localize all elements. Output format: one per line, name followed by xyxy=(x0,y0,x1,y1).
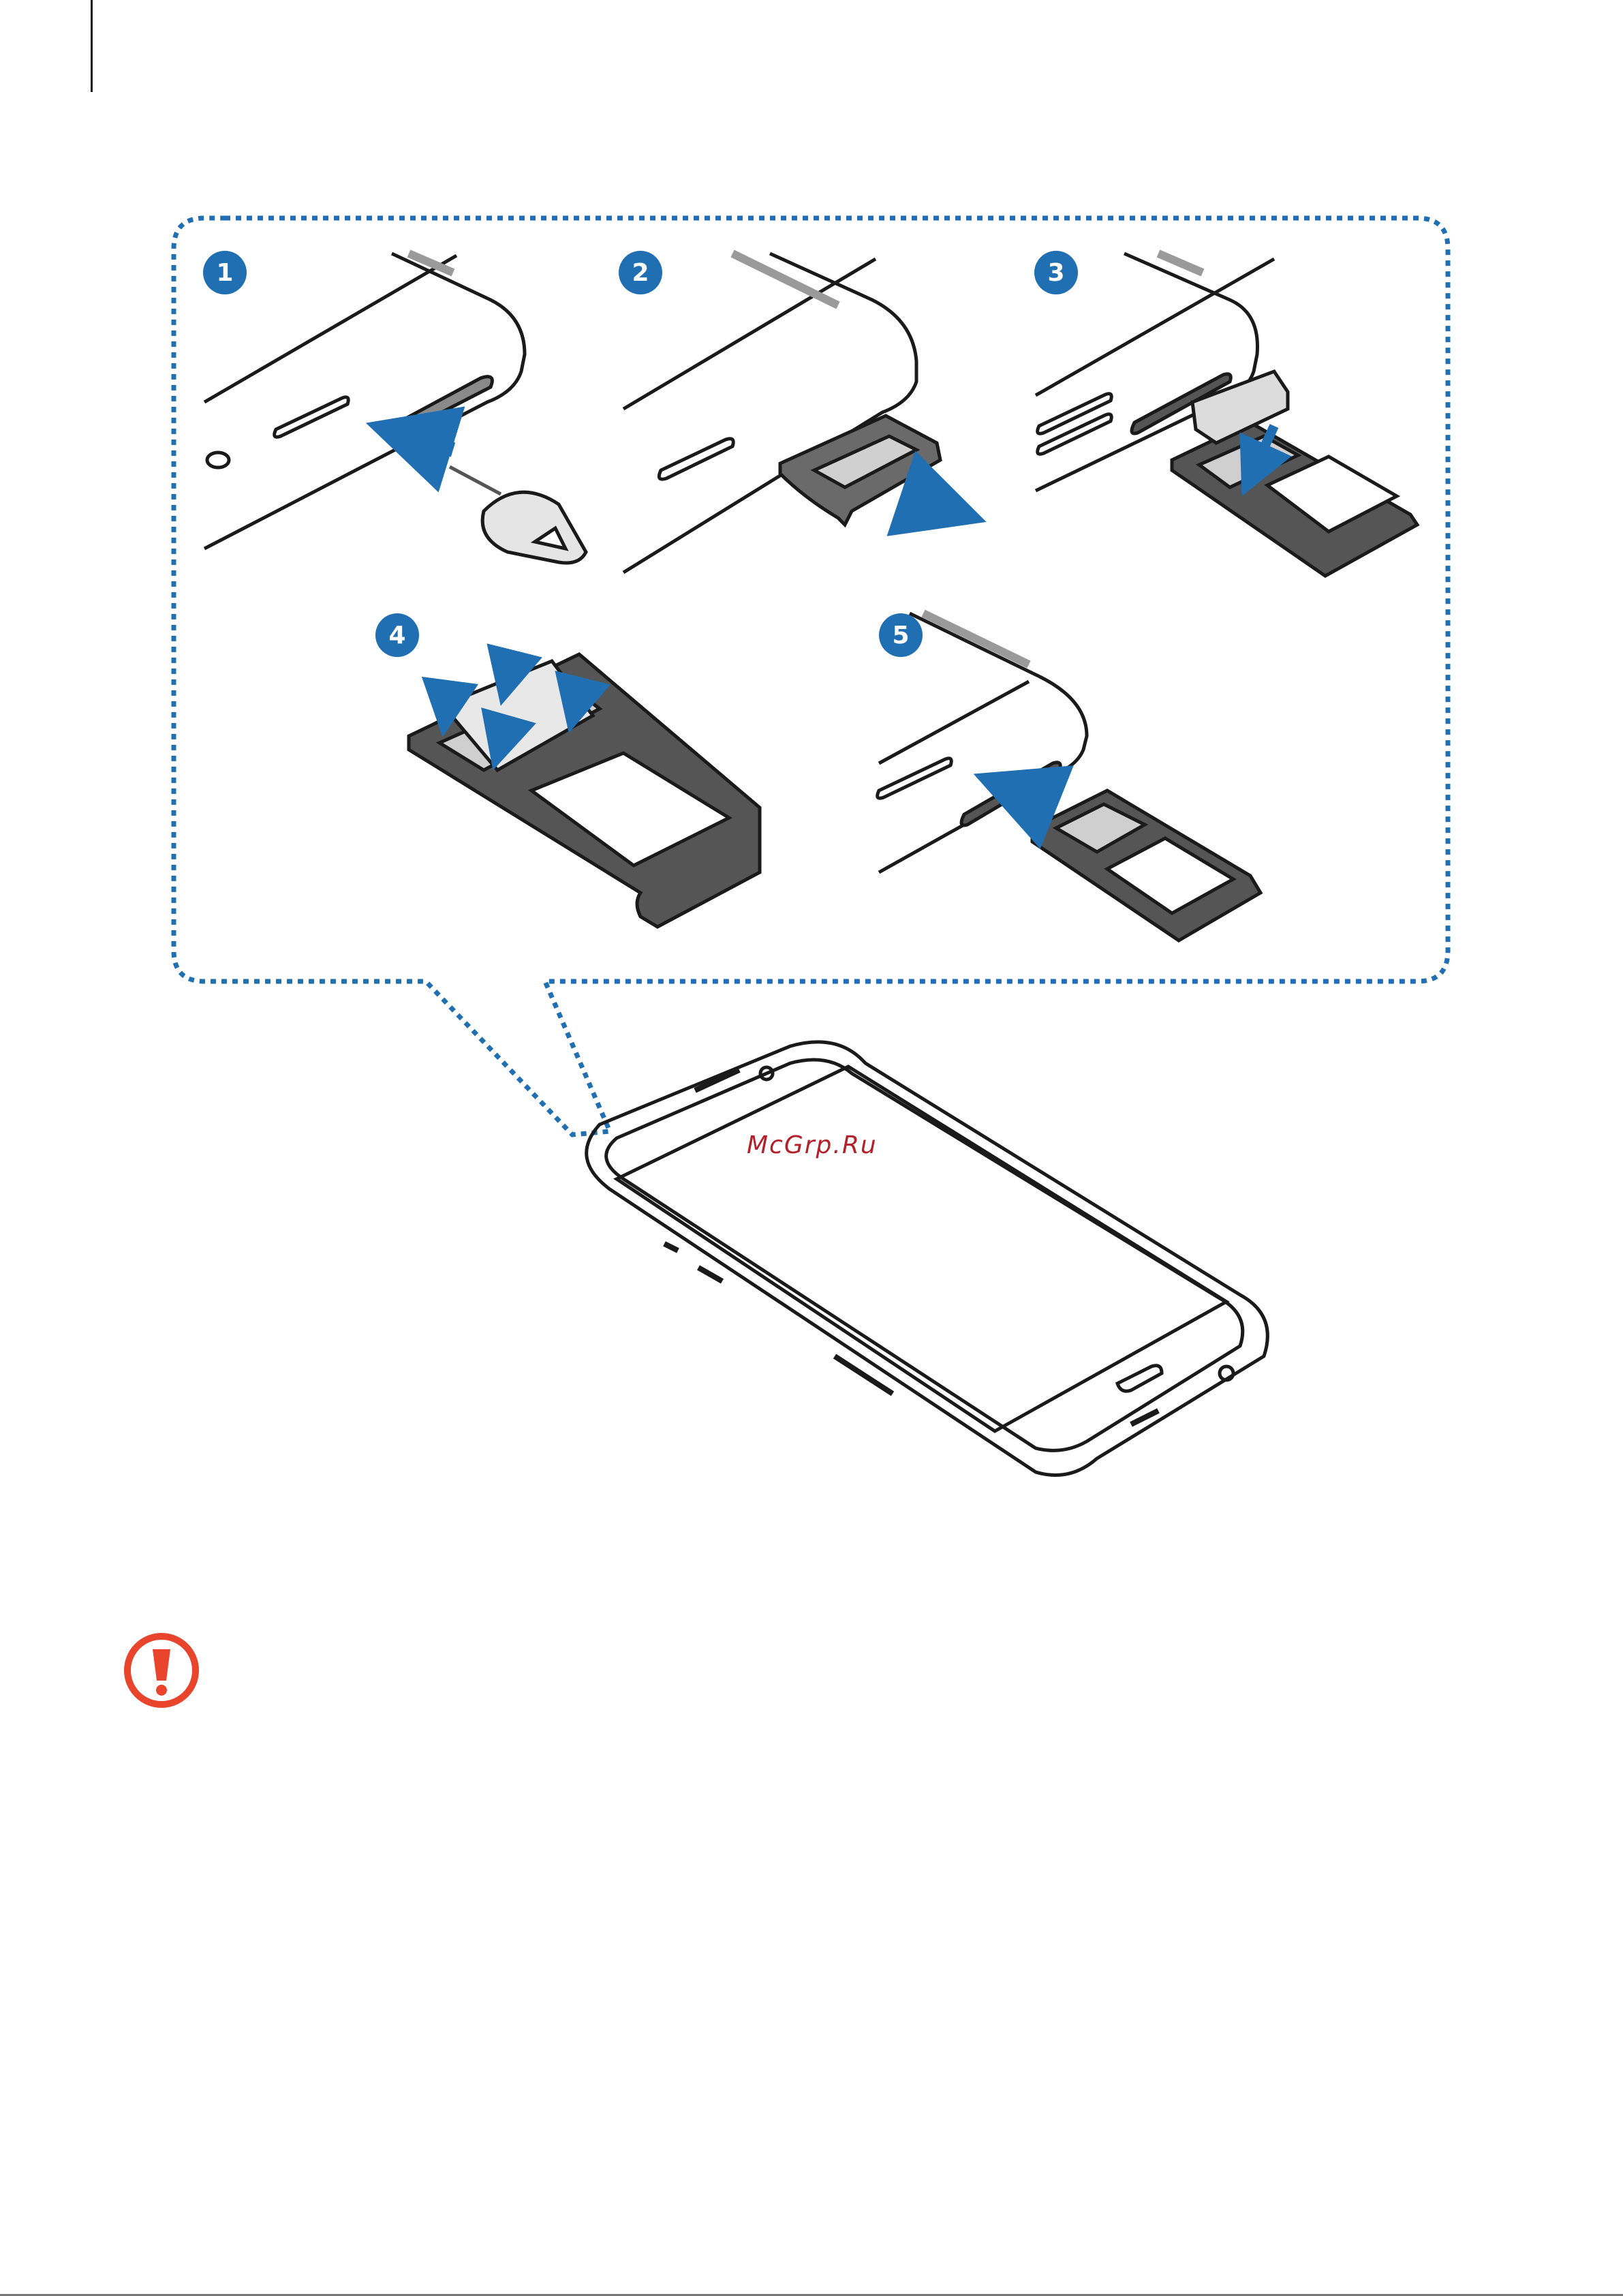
step-4-panel xyxy=(409,654,760,927)
step-badge-5: 5 xyxy=(879,613,923,657)
step-badge-4: 4 xyxy=(375,613,419,657)
svg-text:2: 2 xyxy=(632,259,649,287)
step-1-panel xyxy=(204,254,586,563)
pull-tray-arrow xyxy=(903,494,944,508)
caution-icon xyxy=(121,1630,202,1711)
step-badge-1: 1 xyxy=(203,251,247,294)
watermark: McGrp.Ru xyxy=(747,1131,878,1159)
insert-pin-arrow xyxy=(409,436,453,450)
step-badge-2: 2 xyxy=(619,251,662,294)
svg-text:4: 4 xyxy=(388,622,405,649)
sim-card-installation-illustration: 1 2 3 4 5 xyxy=(0,0,1623,1540)
svg-text:1: 1 xyxy=(216,259,233,287)
step-2-panel xyxy=(623,254,940,572)
svg-text:5: 5 xyxy=(892,622,909,649)
step-badge-3: 3 xyxy=(1034,251,1078,294)
svg-text:3: 3 xyxy=(1047,259,1064,287)
step-3-panel xyxy=(1036,254,1417,576)
step-5-panel xyxy=(878,613,1261,940)
phone-illustration xyxy=(587,1042,1268,1475)
insert-tray-arrow xyxy=(1015,791,1049,804)
